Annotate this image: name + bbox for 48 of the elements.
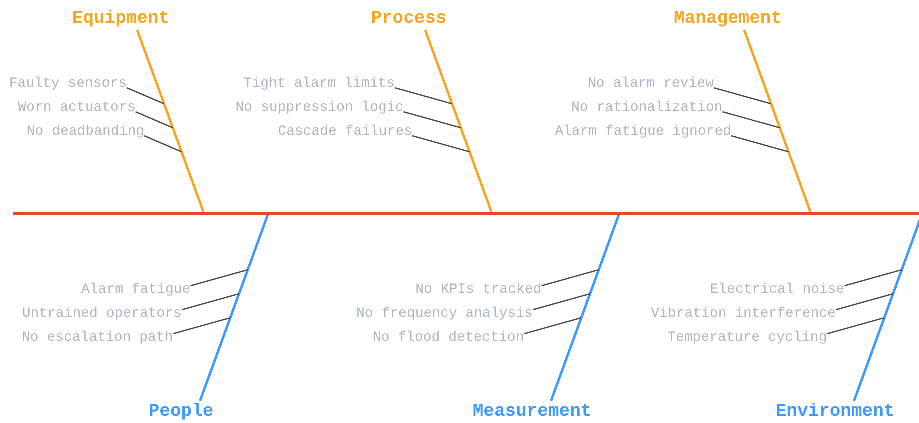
cause-label: No rationalization: [572, 100, 723, 116]
branch-line: [827, 317, 885, 335]
category-label: Process: [371, 8, 447, 30]
cause-label: Cascade failures: [278, 124, 412, 140]
cause-label: No escalation path: [22, 330, 174, 346]
category-label: Environment: [776, 401, 895, 423]
branch-line: [722, 111, 780, 129]
branch-line: [532, 293, 590, 311]
branch-line: [714, 87, 772, 105]
cause-label: Electrical noise: [710, 282, 845, 298]
branch-line: [731, 135, 789, 153]
branch-line: [404, 111, 462, 129]
branch-line: [173, 317, 231, 335]
cause-label: No flood detection: [373, 330, 524, 346]
cause-label: No suppression logic: [236, 100, 404, 116]
cause-label: No alarm review: [588, 76, 714, 92]
branch-line: [182, 293, 240, 311]
bone-line: [199, 214, 270, 402]
bone-line: [136, 30, 205, 212]
cause-label: Temperature cycling: [668, 330, 828, 346]
cause-label: Alarm fatigue ignored: [555, 124, 732, 140]
branch-line: [394, 87, 452, 105]
cause-label: Tight alarm limits: [244, 76, 396, 92]
branch-line: [542, 269, 600, 287]
cause-label: Worn actuators: [18, 100, 136, 116]
bone-line: [424, 30, 493, 212]
branch-line: [144, 135, 182, 153]
category-label: Measurement: [472, 401, 592, 423]
branch-line: [844, 269, 902, 287]
bone-line: [743, 30, 812, 212]
cause-label: Faulty sensors: [9, 76, 128, 92]
cause-label: No KPIs tracked: [416, 282, 542, 298]
category-label: Equipment: [72, 8, 170, 30]
branch-line: [190, 269, 248, 287]
branch-line: [412, 135, 470, 153]
category-label: Management: [674, 8, 782, 30]
branch-line: [126, 87, 165, 105]
branch-line: [836, 293, 894, 311]
bone-line: [550, 214, 620, 402]
cause-label: Alarm fatigue: [81, 282, 191, 298]
cause-label: Untrained operators: [22, 306, 182, 322]
cause-label: No frequency analysis: [356, 306, 533, 322]
category-label: People: [148, 401, 214, 423]
branch-line: [136, 111, 174, 129]
branch-line: [524, 317, 582, 335]
fishbone-spine: [13, 212, 919, 215]
cause-label: No deadbanding: [26, 124, 144, 140]
cause-label: Vibration interference: [651, 306, 836, 322]
